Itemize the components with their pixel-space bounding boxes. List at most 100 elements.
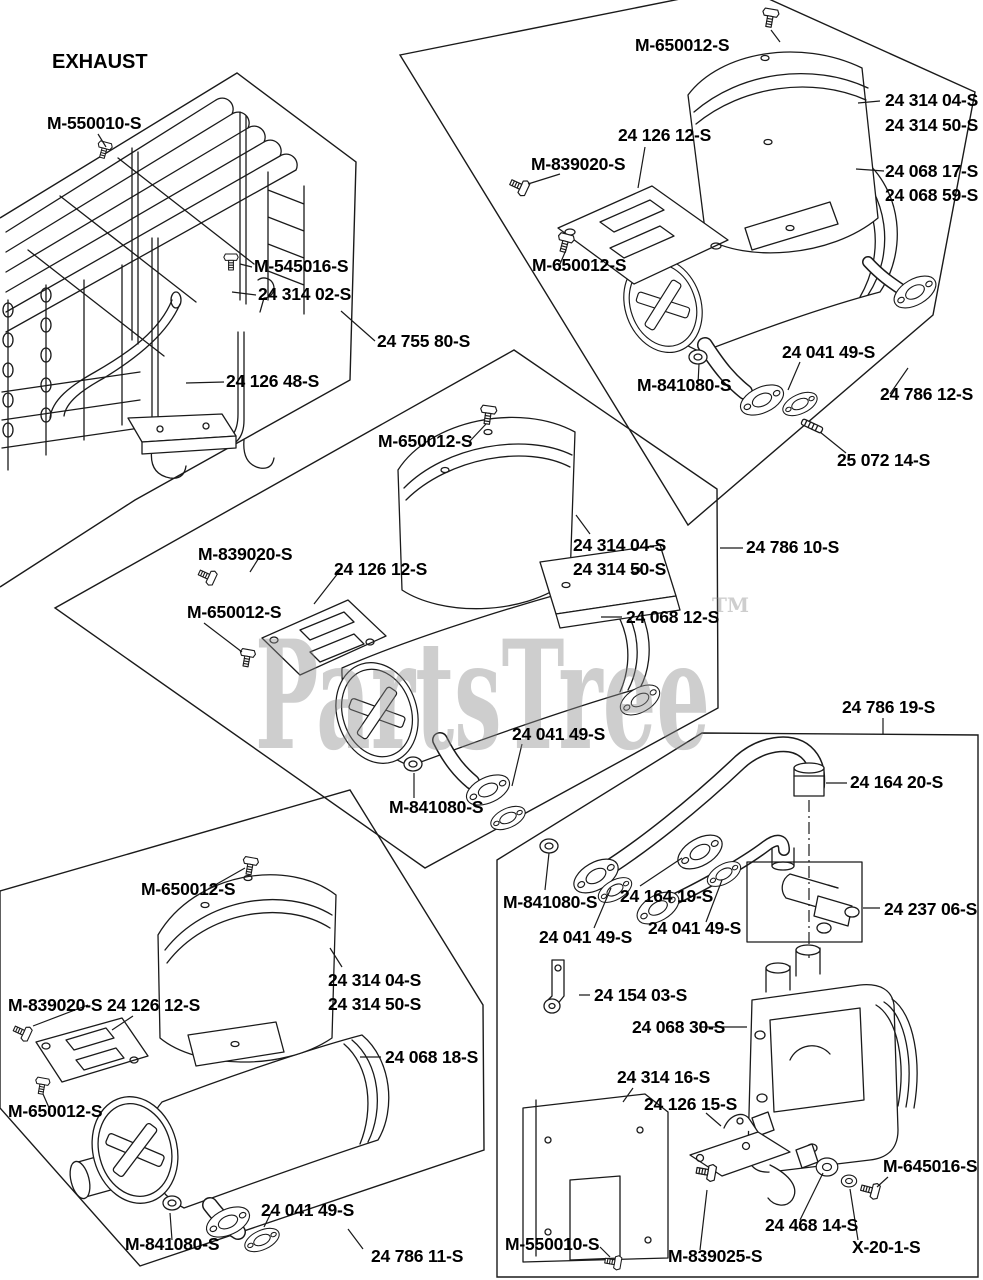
part-labels: EXHAUST M-550010-S M-545016-S 24 314 02-… [8, 35, 978, 1266]
panel-outline [0, 789, 485, 1267]
part-label-24-786-12-s: 24 786 12-S [880, 384, 973, 404]
nut-icon [162, 1195, 182, 1211]
part-label-m-645016-s: M-645016-S [883, 1156, 977, 1176]
gasket-illustration [240, 1223, 284, 1257]
part-label-x-20-1-s: X-20-1-S [852, 1237, 920, 1257]
part-label-24-041-49-s-e: 24 041 49-S [261, 1200, 354, 1220]
panel-outline [398, 0, 976, 527]
bolt-icon [759, 7, 781, 29]
shield-clamp-plate-illustration [187, 1021, 285, 1067]
bolt-icon [10, 1020, 34, 1044]
part-label-24-164-19-s: 24 164 19-S [620, 886, 713, 906]
panel-outline [496, 732, 979, 1278]
watermark-tm: TM [712, 593, 749, 617]
stud-icon [800, 417, 824, 435]
part-label-24-041-49-s: 24 041 49-S [782, 342, 875, 362]
part-label-m-550010-s: M-550010-S [47, 113, 141, 133]
part-label-m-841080-s-b: M-841080-S [389, 797, 483, 817]
gasket-illustration [486, 801, 530, 835]
bolt-icon [223, 253, 239, 271]
bolt-icon [240, 855, 260, 877]
part-label-24-786-11-s: 24 786 11-S [371, 1246, 463, 1266]
part-label-m-650012-s-d: M-650012-S [187, 602, 281, 622]
bolt-icon [195, 564, 219, 588]
part-label-m-650012-s-b: M-650012-S [532, 255, 626, 275]
watermark: PartsTree TM [255, 593, 749, 784]
leader-lines [203, 423, 743, 798]
part-label-24-068-30-s: 24 068 30-S [632, 1017, 725, 1037]
part-label-24-468-14-s: 24 468 14-S [765, 1215, 858, 1235]
part-label-m-839020-s-c: M-839020-S [8, 995, 102, 1015]
panel-muffler-top-right [398, 0, 976, 527]
part-label-24-126-15-s: 24 126 15-S [644, 1094, 737, 1114]
shield-clamp-plate-illustration [539, 544, 681, 629]
part-label-m-841080-s-c: M-841080-S [503, 892, 597, 912]
leader-lines [527, 29, 909, 454]
part-label-24-126-12-s-b: 24 126 12-S [334, 559, 427, 579]
part-label-24-314-04-s-b: 24 314 04-S [573, 535, 666, 555]
part-label-24-126-48-s: 24 126 48-S [226, 371, 319, 391]
part-label-24-314-02-s: 24 314 02-S [258, 284, 351, 304]
heat-shield-illustration [157, 874, 337, 1063]
part-label-24-068-12-s: 24 068 12-S [626, 607, 719, 627]
u-bolt-clamp-illustration [746, 861, 863, 943]
part-label-24-786-10-s: 24 786 10-S [746, 537, 839, 557]
leader-lines [32, 867, 381, 1250]
leader-lines [97, 133, 376, 384]
part-label-25-072-14-s: 25 072 14-S [837, 450, 930, 470]
muffler-bracket-illustration [35, 1017, 149, 1083]
muffler-bracket-illustration [557, 185, 729, 285]
part-label-24-314-50-s: 24 314 50-S [885, 115, 978, 135]
lifting-strap-illustration [543, 959, 565, 1014]
heat-shield-illustration [687, 51, 879, 254]
panel-guard-kit [0, 72, 376, 588]
part-label-24-314-04-s-c: 24 314 04-S [328, 970, 421, 990]
bolt-icon [554, 231, 576, 255]
part-label-m-841080-s: M-841080-S [637, 375, 731, 395]
panel-muffler-middle [53, 349, 743, 869]
nut-icon [688, 349, 708, 365]
nut-icon [840, 1174, 858, 1188]
gasket-illustration [778, 387, 822, 421]
exhaust-pipes-illustration [584, 736, 826, 911]
part-label-24-314-16-s: 24 314 16-S [617, 1067, 710, 1087]
part-label-24-314-50-s-c: 24 314 50-S [328, 994, 421, 1014]
bolt-icon [506, 174, 532, 198]
part-label-24-126-12-s: 24 126 12-S [618, 125, 711, 145]
part-label-24-164-20-s: 24 164 20-S [850, 772, 943, 792]
nut-icon [539, 838, 559, 854]
part-label-m-650012-s-c: M-650012-S [378, 431, 472, 451]
part-label-m-650012-s: M-650012-S [635, 35, 729, 55]
part-label-m-650012-s-e: M-650012-S [141, 879, 235, 899]
part-label-m-839025-s: M-839025-S [668, 1246, 762, 1266]
bolt-icon [858, 1179, 882, 1201]
part-label-m-839020-s: M-839020-S [531, 154, 625, 174]
support-bracket-illustration [49, 291, 237, 455]
part-label-24-786-19-s: 24 786 19-S [842, 697, 935, 717]
support-bracket-illustration [689, 1113, 796, 1206]
part-label-24-041-49-s-c: 24 041 49-S [539, 927, 632, 947]
panel-outline [0, 72, 357, 588]
panel-pipe-kit-bottom-right [496, 718, 979, 1278]
part-label-24-126-12-s-c: 24 126 12-S [107, 995, 200, 1015]
part-label-24-041-49-s-b: 24 041 49-S [512, 724, 605, 744]
muffler-bracket-illustration [261, 599, 387, 676]
part-label-24-068-59-s: 24 068 59-S [885, 185, 978, 205]
part-label-m-550010-s-b: M-550010-S [505, 1234, 599, 1254]
bolt-icon [33, 1076, 51, 1096]
heat-exchanger-illustration [747, 944, 918, 1173]
wire-hook-illustration [257, 277, 275, 313]
mounting-plate-illustration [522, 1093, 669, 1263]
part-label-24-314-04-s: 24 314 04-S [885, 90, 978, 110]
leader-lines [544, 718, 889, 1258]
pipe-sleeve-illustration [793, 762, 825, 797]
panel-muffler-bottom-left [0, 789, 485, 1267]
part-label-24-154-03-s: 24 154 03-S [594, 985, 687, 1005]
part-label-24-068-18-s: 24 068 18-S [385, 1047, 478, 1067]
part-label-24-755-80-s: 24 755 80-S [377, 331, 470, 351]
washer-icon [815, 1157, 839, 1177]
heat-shield-illustration [397, 416, 576, 610]
part-label-m-841080-s-d: M-841080-S [125, 1234, 219, 1254]
part-label-24-041-49-s-d: 24 041 49-S [648, 918, 741, 938]
